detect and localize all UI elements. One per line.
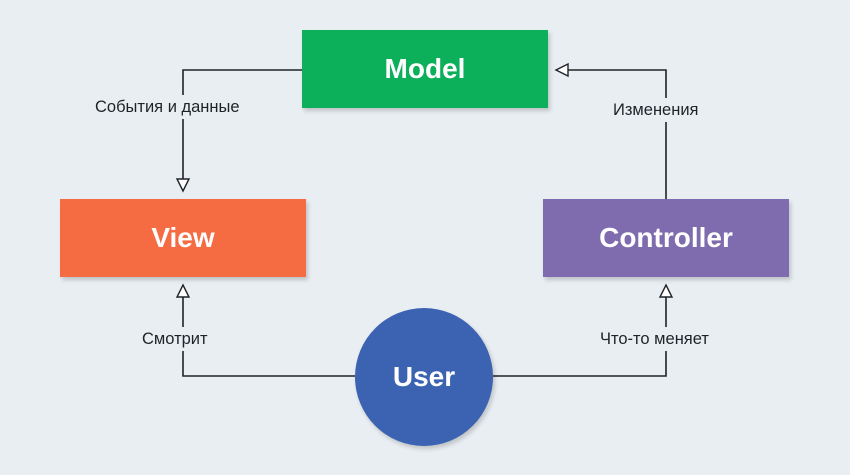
edge-model-to-view [182,69,302,189]
arrowhead-model-right [554,62,569,78]
controller-node: Controller [543,199,789,277]
edge-controller-to-model [558,69,667,199]
edge-label-model-to-view: События и данные [92,95,243,119]
edge-label-user-to-controller: Что-то меняет [597,327,712,351]
model-node: Model [302,30,548,108]
edge-user-to-view [182,287,355,377]
arrowhead-view-bottom [175,283,191,298]
user-node: User [355,308,493,446]
arrowhead-view-top [175,178,191,193]
view-node: View [60,199,306,277]
edge-label-user-to-view: Смотрит [139,327,211,351]
arrowhead-controller-bottom [658,283,674,298]
edge-label-controller-to-model: Изменения [610,98,702,122]
edge-user-to-controller [493,287,667,377]
